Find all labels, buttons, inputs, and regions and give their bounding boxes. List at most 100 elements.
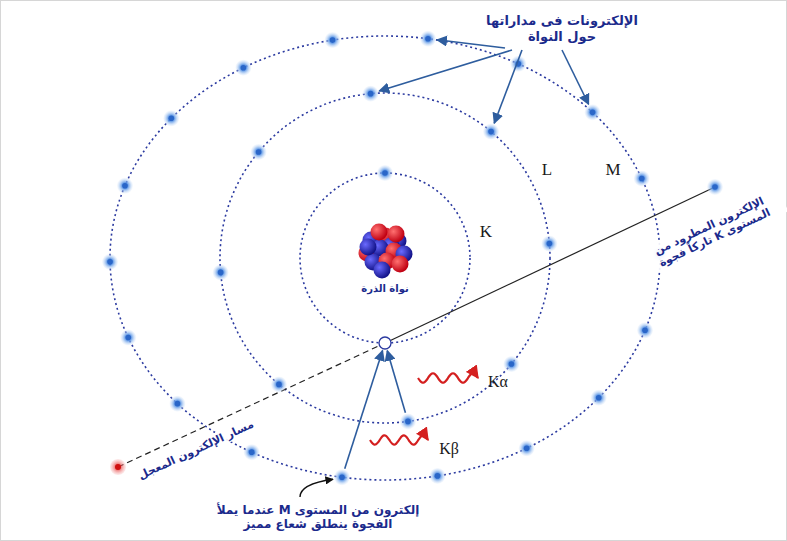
electron-core	[218, 270, 224, 276]
electron	[244, 444, 260, 460]
electron-core	[107, 259, 113, 265]
shell-name: K	[476, 222, 496, 242]
kb-transition	[345, 351, 383, 469]
electron	[251, 144, 267, 160]
electron-core	[276, 382, 282, 388]
callout-text: إلكترون من المستوى M عندما يملأ الفجوة ي…	[203, 503, 433, 532]
electron	[591, 390, 607, 406]
electron-shell	[220, 93, 550, 423]
electron	[400, 413, 416, 429]
electron-glow	[519, 440, 535, 456]
electron	[120, 330, 136, 346]
electron-glow	[377, 165, 393, 181]
electron-core	[488, 129, 494, 135]
electron-core	[175, 401, 181, 407]
leader-arrow	[437, 40, 505, 48]
electron	[541, 236, 557, 252]
electron-core	[168, 115, 174, 121]
electron-glow	[707, 179, 723, 195]
shell-name: L	[537, 160, 557, 180]
electron-shell	[110, 36, 660, 480]
path-label: مسار الإلكترون المعجل	[122, 410, 270, 489]
electron	[163, 110, 179, 126]
electron-glow	[325, 32, 341, 48]
electron-glow	[163, 110, 179, 126]
electron-core	[547, 241, 553, 247]
nucleon	[371, 224, 388, 241]
nucleon	[374, 262, 391, 279]
electron-core	[509, 361, 515, 367]
electron-core	[712, 184, 718, 190]
electron-core	[596, 395, 602, 401]
electron-glow	[120, 330, 136, 346]
electron-glow	[637, 322, 653, 338]
electron-glow	[591, 390, 607, 406]
ejection-label: الإلكترون المطرود من المستوى K تاركاً فج…	[635, 186, 787, 278]
electron-glow	[400, 413, 416, 429]
electron	[707, 179, 723, 195]
electron-core	[368, 91, 374, 97]
pointer-arrow	[300, 479, 333, 497]
electron	[213, 264, 229, 280]
electron	[102, 254, 118, 270]
incident-electron	[110, 459, 126, 475]
electron-glow	[585, 104, 601, 120]
electron-glow	[169, 396, 185, 412]
electron	[271, 376, 287, 392]
vacancy	[379, 337, 391, 349]
incident-path	[118, 343, 385, 467]
electron-shell	[300, 173, 470, 343]
electron-glow	[271, 376, 287, 392]
electron-glow	[420, 31, 436, 47]
electrons	[102, 31, 723, 486]
ka-transition	[387, 351, 405, 413]
electron	[429, 468, 445, 484]
electron	[363, 86, 379, 102]
leader-arrow	[494, 50, 522, 123]
electron	[377, 165, 393, 181]
electron-core	[241, 65, 247, 71]
electron-glow	[235, 60, 251, 76]
electron	[637, 322, 653, 338]
electron-core	[256, 149, 262, 155]
callout-text: الإلكترونات فى مداراتها حول النواة	[477, 13, 647, 44]
electron	[325, 32, 341, 48]
electron-glow	[483, 124, 499, 140]
electron	[169, 396, 185, 412]
electron-core	[330, 37, 336, 43]
electron-glow	[334, 469, 350, 485]
electron-core	[405, 419, 411, 425]
electron	[585, 104, 601, 120]
leader-arrow	[379, 50, 512, 91]
electron	[235, 60, 251, 76]
shell-name: M	[603, 160, 623, 180]
electron-glow	[102, 254, 118, 270]
electron-core	[249, 449, 255, 455]
electron-core	[339, 474, 345, 480]
electron	[420, 31, 436, 47]
electron	[634, 170, 650, 186]
nucleus-label: نواة الذرة	[345, 283, 425, 295]
electron-core	[524, 445, 530, 451]
nucleon	[388, 226, 405, 243]
electron-core	[382, 170, 388, 176]
electron	[519, 440, 535, 456]
ka-photon	[418, 373, 478, 382]
electron-glow	[429, 468, 445, 484]
electron-glow	[244, 444, 260, 460]
electron-glow	[117, 178, 133, 194]
nucleon	[360, 239, 377, 256]
electron-glow	[541, 236, 557, 252]
nucleon	[392, 256, 409, 273]
electron-core	[425, 36, 431, 42]
electron	[334, 469, 350, 485]
electron-glow	[213, 264, 229, 280]
electron	[503, 356, 519, 372]
incident-electron-core	[115, 464, 121, 470]
nucleus	[359, 224, 413, 279]
line-name: Kβ	[434, 439, 464, 458]
